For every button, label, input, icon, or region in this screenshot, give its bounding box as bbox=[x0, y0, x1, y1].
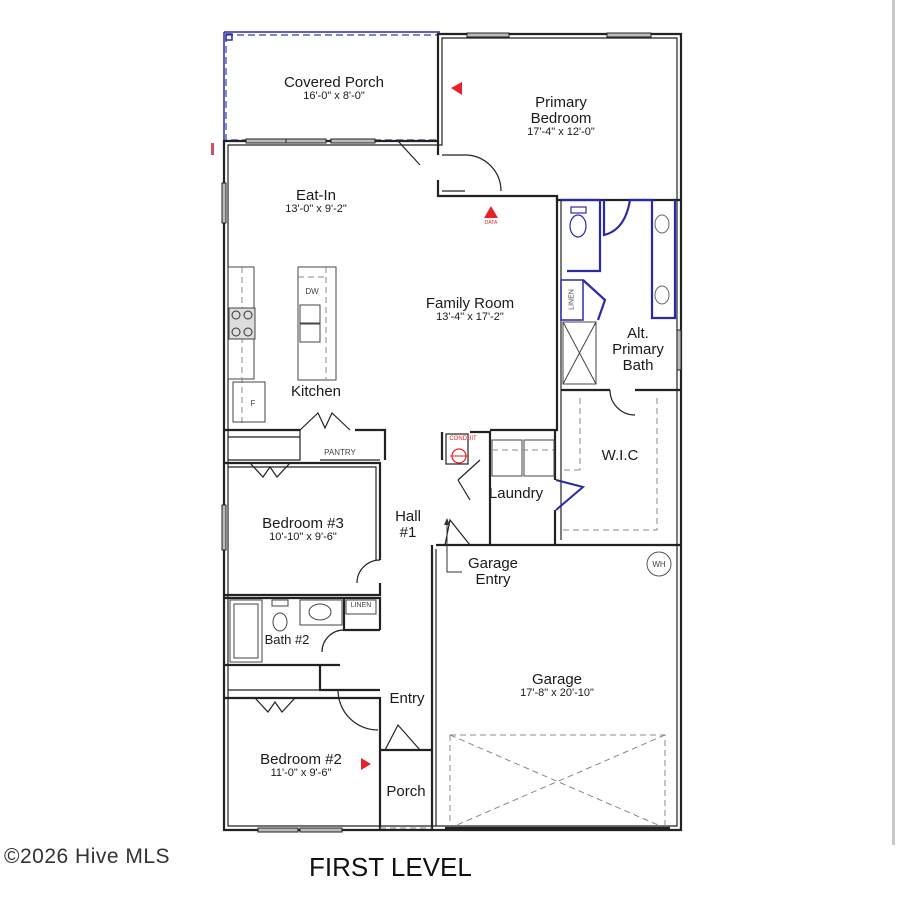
room-covered-porch: Covered Porch 16'-0" x 8'-0" bbox=[284, 75, 384, 102]
page-edge-line bbox=[892, 0, 895, 845]
room-name-line1: Garage bbox=[467, 555, 519, 572]
room-bedroom-3: Bedroom #3 10'-10" x 9'-6" bbox=[262, 516, 344, 543]
room-dimensions: 17'-4" x 12'-0" bbox=[527, 125, 595, 138]
room-porch: Porch bbox=[386, 784, 425, 800]
linen-label: LINEN bbox=[350, 602, 372, 609]
room-primary-bedroom: Primary Bedroom 17'-4" x 12'-0" bbox=[527, 95, 595, 138]
copyright-watermark: ©2026 Hive MLS bbox=[4, 845, 171, 868]
room-laundry: Laundry bbox=[489, 486, 543, 502]
data-marker-icon bbox=[361, 758, 371, 770]
room-hall: Hall #1 bbox=[395, 509, 421, 541]
room-name: Covered Porch bbox=[283, 74, 385, 91]
data-marker-icon bbox=[451, 82, 462, 95]
kitchen-fixtures bbox=[227, 266, 337, 425]
exterior-walls bbox=[221, 32, 683, 833]
room-dimensions: 16'-0" x 8'-0" bbox=[303, 89, 365, 102]
data-marker-icon bbox=[484, 206, 498, 218]
fridge-label: F bbox=[250, 399, 256, 408]
room-garage-entry: Garage Entry bbox=[468, 556, 518, 588]
room-name: Laundry bbox=[488, 485, 544, 502]
room-dimensions: 17'-8" x 20'-10" bbox=[520, 686, 594, 699]
room-name-line2: Bedroom bbox=[530, 109, 592, 127]
room-name: Garage bbox=[531, 671, 583, 688]
room-name: Bath #2 bbox=[264, 632, 310, 647]
arrow-icon bbox=[446, 522, 462, 573]
room-name: Entry bbox=[389, 690, 425, 707]
dishwasher-label: DW bbox=[305, 287, 319, 296]
room-name-line1: Alt. bbox=[627, 325, 649, 342]
room-garage: Garage 17'-8" x 20'-10" bbox=[520, 672, 594, 699]
room-eat-in: Eat-In 13'-0" x 9'-2" bbox=[285, 188, 347, 215]
level-title: FIRST LEVEL bbox=[309, 852, 472, 882]
room-alt-primary-bath: Alt. Primary Bath bbox=[612, 326, 664, 373]
room-bedroom-2: Bedroom #2 11'-0" x 9'-6" bbox=[260, 752, 342, 779]
arrow-head-icon bbox=[444, 518, 450, 525]
room-name: Porch bbox=[386, 783, 426, 800]
room-name: W.I.C bbox=[601, 447, 639, 464]
room-name: Bedroom #2 bbox=[260, 751, 342, 768]
room-dimensions: 13'-4" x 17'-2" bbox=[436, 310, 504, 323]
room-name-line2: Entry bbox=[475, 570, 511, 588]
room-dimensions: 11'-0" x 9'-6" bbox=[270, 766, 332, 779]
room-name-line1: Primary bbox=[535, 94, 587, 111]
room-name: Bedroom #3 bbox=[262, 515, 344, 532]
room-dimensions: 13'-0" x 9'-2" bbox=[285, 202, 347, 215]
room-name: Kitchen bbox=[290, 383, 342, 400]
room-wic: W.I.C bbox=[602, 448, 639, 464]
room-name: Family Room bbox=[425, 295, 515, 312]
room-bath-2: Bath #2 bbox=[265, 633, 310, 647]
room-dimensions: 10'-10" x 9'-6" bbox=[269, 530, 337, 543]
bath2-fixtures bbox=[229, 599, 377, 663]
primary-bath-fixtures bbox=[560, 198, 677, 385]
room-kitchen: Kitchen bbox=[291, 384, 341, 400]
water-heater-icon bbox=[646, 551, 672, 577]
room-name-line1: Hall bbox=[395, 508, 421, 525]
room-name-line2: Primary bbox=[612, 340, 664, 358]
data-label: DATA bbox=[484, 220, 498, 226]
water-heater-label: WH bbox=[652, 560, 666, 569]
room-name-line2: #1 bbox=[399, 523, 417, 541]
garage-door bbox=[445, 734, 670, 830]
room-name-line3: Bath bbox=[622, 356, 654, 374]
conduit-label: CONDUIT bbox=[449, 436, 477, 442]
linen-label: LINEN bbox=[568, 289, 576, 310]
interior-walls bbox=[224, 141, 681, 830]
laundry-appliances bbox=[445, 433, 586, 511]
room-entry: Entry bbox=[389, 691, 424, 707]
room-name: Eat-In bbox=[295, 187, 337, 204]
pantry-label: PANTRY bbox=[324, 448, 356, 457]
room-family-room: Family Room 13'-4" x 17'-2" bbox=[426, 296, 514, 323]
gfci-marker-icon bbox=[211, 143, 214, 155]
